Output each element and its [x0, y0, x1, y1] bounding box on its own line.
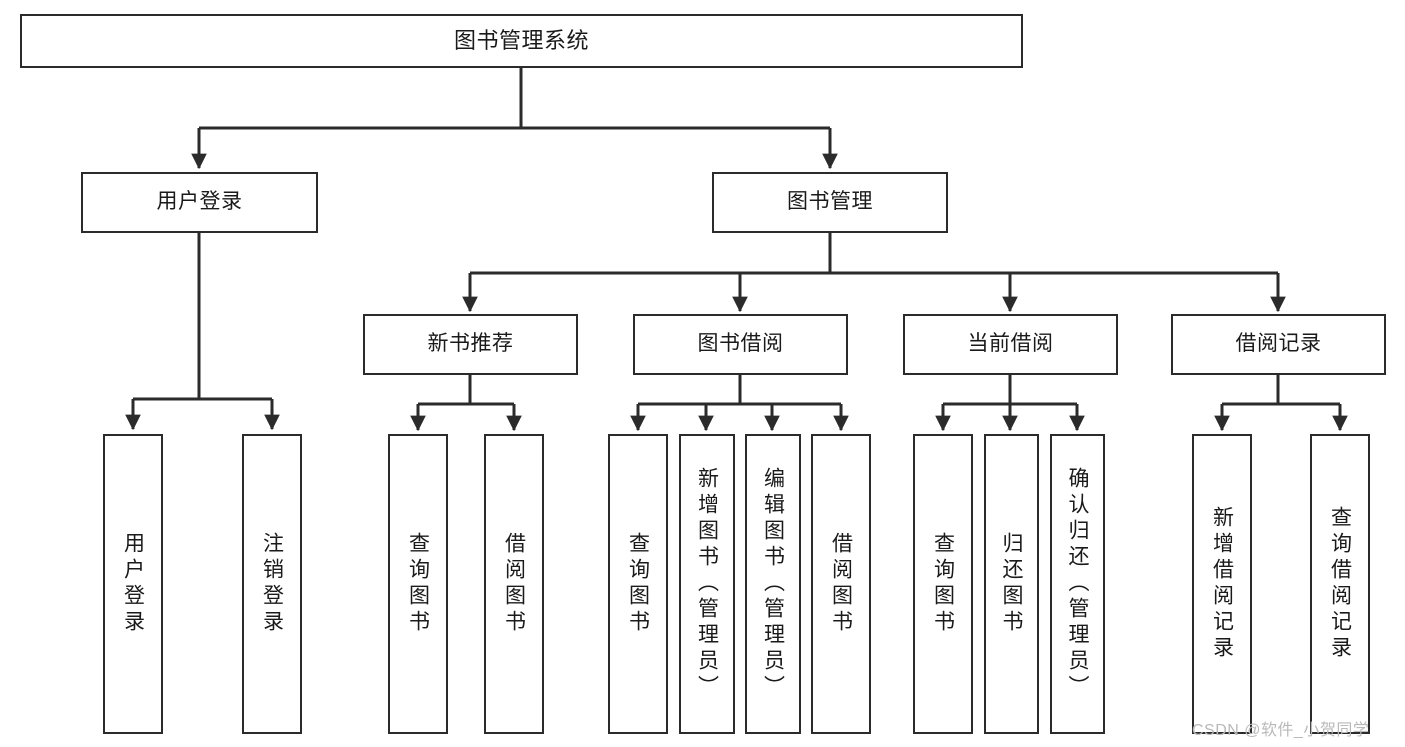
- node-label: 新增借阅记录: [1210, 506, 1234, 662]
- node-label: 借阅图书: [502, 532, 526, 636]
- node-label: 注销登录: [260, 532, 284, 636]
- node-book-management[interactable]: 图书管理: [712, 172, 948, 233]
- node-current-borrow[interactable]: 当前借阅: [903, 314, 1118, 375]
- node-label: 查询图书: [406, 532, 430, 636]
- leaf-newbook-query-book[interactable]: 查询图书: [388, 434, 448, 734]
- node-label: 图书管理: [787, 190, 873, 214]
- node-label: 当前借阅: [967, 332, 1054, 356]
- node-label: 查询图书: [626, 532, 650, 636]
- leaf-bookborrow-borrow-book[interactable]: 借阅图书: [811, 434, 871, 734]
- leaf-newbook-borrow-book[interactable]: 借阅图书: [484, 434, 544, 734]
- leaf-bookborrow-add-book-admin[interactable]: 新增图书（管理员）: [679, 434, 735, 734]
- leaf-bookborrow-edit-book-admin[interactable]: 编辑图书（管理员）: [745, 434, 801, 734]
- node-label: 图书管理系统: [453, 27, 589, 53]
- node-user-login[interactable]: 用户登录: [81, 172, 318, 233]
- node-label: 查询借阅记录: [1328, 506, 1352, 662]
- node-new-book-recommend[interactable]: 新书推荐: [363, 314, 578, 375]
- leaf-borrowrecord-query-record[interactable]: 查询借阅记录: [1310, 434, 1370, 734]
- leaf-user-login[interactable]: 用户登录: [103, 434, 163, 734]
- leaf-currentborrow-return-book[interactable]: 归还图书: [984, 434, 1039, 734]
- node-label: 用户登录: [156, 190, 243, 214]
- node-root-system[interactable]: 图书管理系统: [20, 14, 1023, 68]
- node-borrow-record[interactable]: 借阅记录: [1171, 314, 1386, 375]
- node-label: 图书借阅: [697, 332, 784, 356]
- node-label: 归还图书: [1000, 532, 1023, 636]
- leaf-currentborrow-query-book[interactable]: 查询图书: [913, 434, 973, 734]
- leaf-currentborrow-confirm-return-admin[interactable]: 确认归还（管理员）: [1050, 434, 1105, 734]
- node-book-borrow[interactable]: 图书借阅: [633, 314, 848, 375]
- leaf-user-logout[interactable]: 注销登录: [242, 434, 302, 734]
- node-label: 新增图书（管理员）: [695, 467, 719, 701]
- node-label: 新书推荐: [427, 332, 514, 356]
- leaf-borrowrecord-add-record[interactable]: 新增借阅记录: [1192, 434, 1252, 734]
- node-label: 借阅记录: [1235, 332, 1322, 356]
- node-label: 用户登录: [121, 532, 145, 636]
- node-label: 借阅图书: [829, 532, 853, 636]
- node-label: 编辑图书（管理员）: [761, 467, 785, 701]
- node-label: 确认归还（管理员）: [1066, 467, 1089, 701]
- leaf-bookborrow-query-book[interactable]: 查询图书: [608, 434, 668, 734]
- node-label: 查询图书: [931, 532, 955, 636]
